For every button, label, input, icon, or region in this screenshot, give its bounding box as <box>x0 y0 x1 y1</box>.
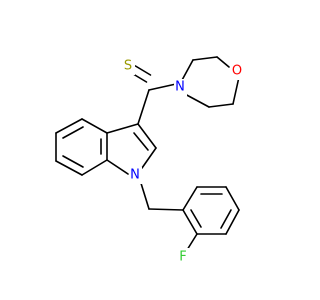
atom-f: F <box>177 248 189 265</box>
atom-s-label: S <box>124 59 132 74</box>
molecule-structure-diagram: S N O N F <box>55 56 244 265</box>
bond-c3-thiocarbonyl <box>137 89 150 125</box>
atom-f-label: F <box>179 250 186 265</box>
bond-c-f <box>186 233 198 251</box>
atom-n-indole-label: N <box>130 168 140 183</box>
atom-n-indole: N <box>129 167 142 184</box>
fluorophenyl-ring <box>182 186 240 235</box>
bond-thioamide-c-n <box>148 83 177 91</box>
atom-n-morpholine: N <box>174 79 187 96</box>
atom-n-morpholine-label: N <box>175 80 185 95</box>
atom-o: O <box>230 63 244 80</box>
atom-s: S <box>122 58 135 75</box>
atom-o-label: O <box>232 64 242 79</box>
morpholine-ring <box>180 56 240 108</box>
indole-benzene-ring <box>55 118 108 176</box>
bond-n-methylene <box>139 179 150 210</box>
bond-methylene-aryl <box>148 208 184 211</box>
pyrrole-ring <box>106 123 157 175</box>
